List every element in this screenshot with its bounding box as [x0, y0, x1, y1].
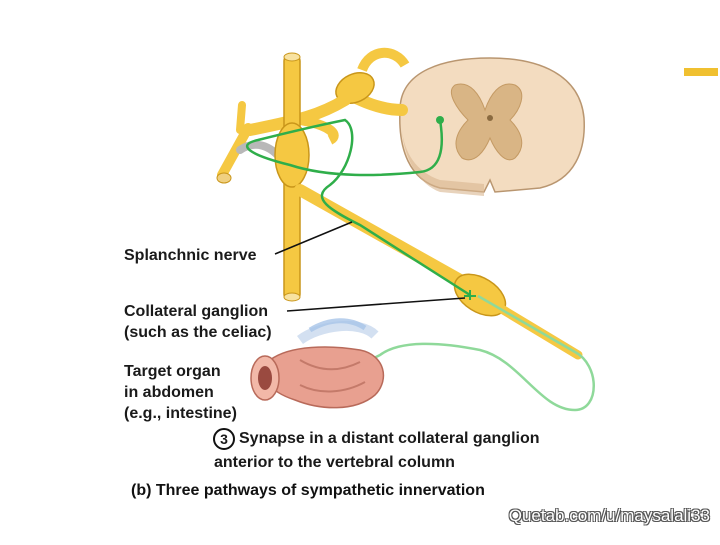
collateral-leader	[286, 297, 466, 312]
target-organ-label: Target organ	[124, 363, 221, 380]
watermark: Quetab.com/u/maysalali33	[508, 506, 710, 525]
step-text-line2: anterior to the vertebral column	[214, 454, 455, 471]
collateral-ganglion-label: Collateral ganglion	[124, 303, 269, 320]
step-number-badge: 3	[213, 428, 235, 450]
neuron-cell-body	[436, 116, 444, 124]
splanchnic-leader	[274, 221, 353, 255]
spinal-nerve	[216, 47, 410, 184]
target-organ-example: (e.g., intestine)	[124, 405, 237, 422]
collateral-ganglion-sublabel: (such as the celiac)	[124, 324, 272, 341]
corner-mark	[684, 68, 718, 76]
splanchnic-nerve-label: Splanchnic nerve	[124, 247, 257, 264]
synapse-mark	[464, 290, 476, 300]
preganglionic-fiber	[245, 118, 471, 297]
figure-caption: (b) Three pathways of sympathetic innerv…	[131, 482, 485, 499]
target-organ-location: in abdomen	[124, 384, 214, 401]
step-text-line1: Synapse in a distant collateral ganglion	[239, 430, 540, 448]
postganglionic-fiber	[359, 294, 595, 412]
sympathetic-trunk	[274, 52, 310, 302]
spinal-cord	[399, 57, 585, 196]
intestine-illustration	[250, 318, 385, 409]
